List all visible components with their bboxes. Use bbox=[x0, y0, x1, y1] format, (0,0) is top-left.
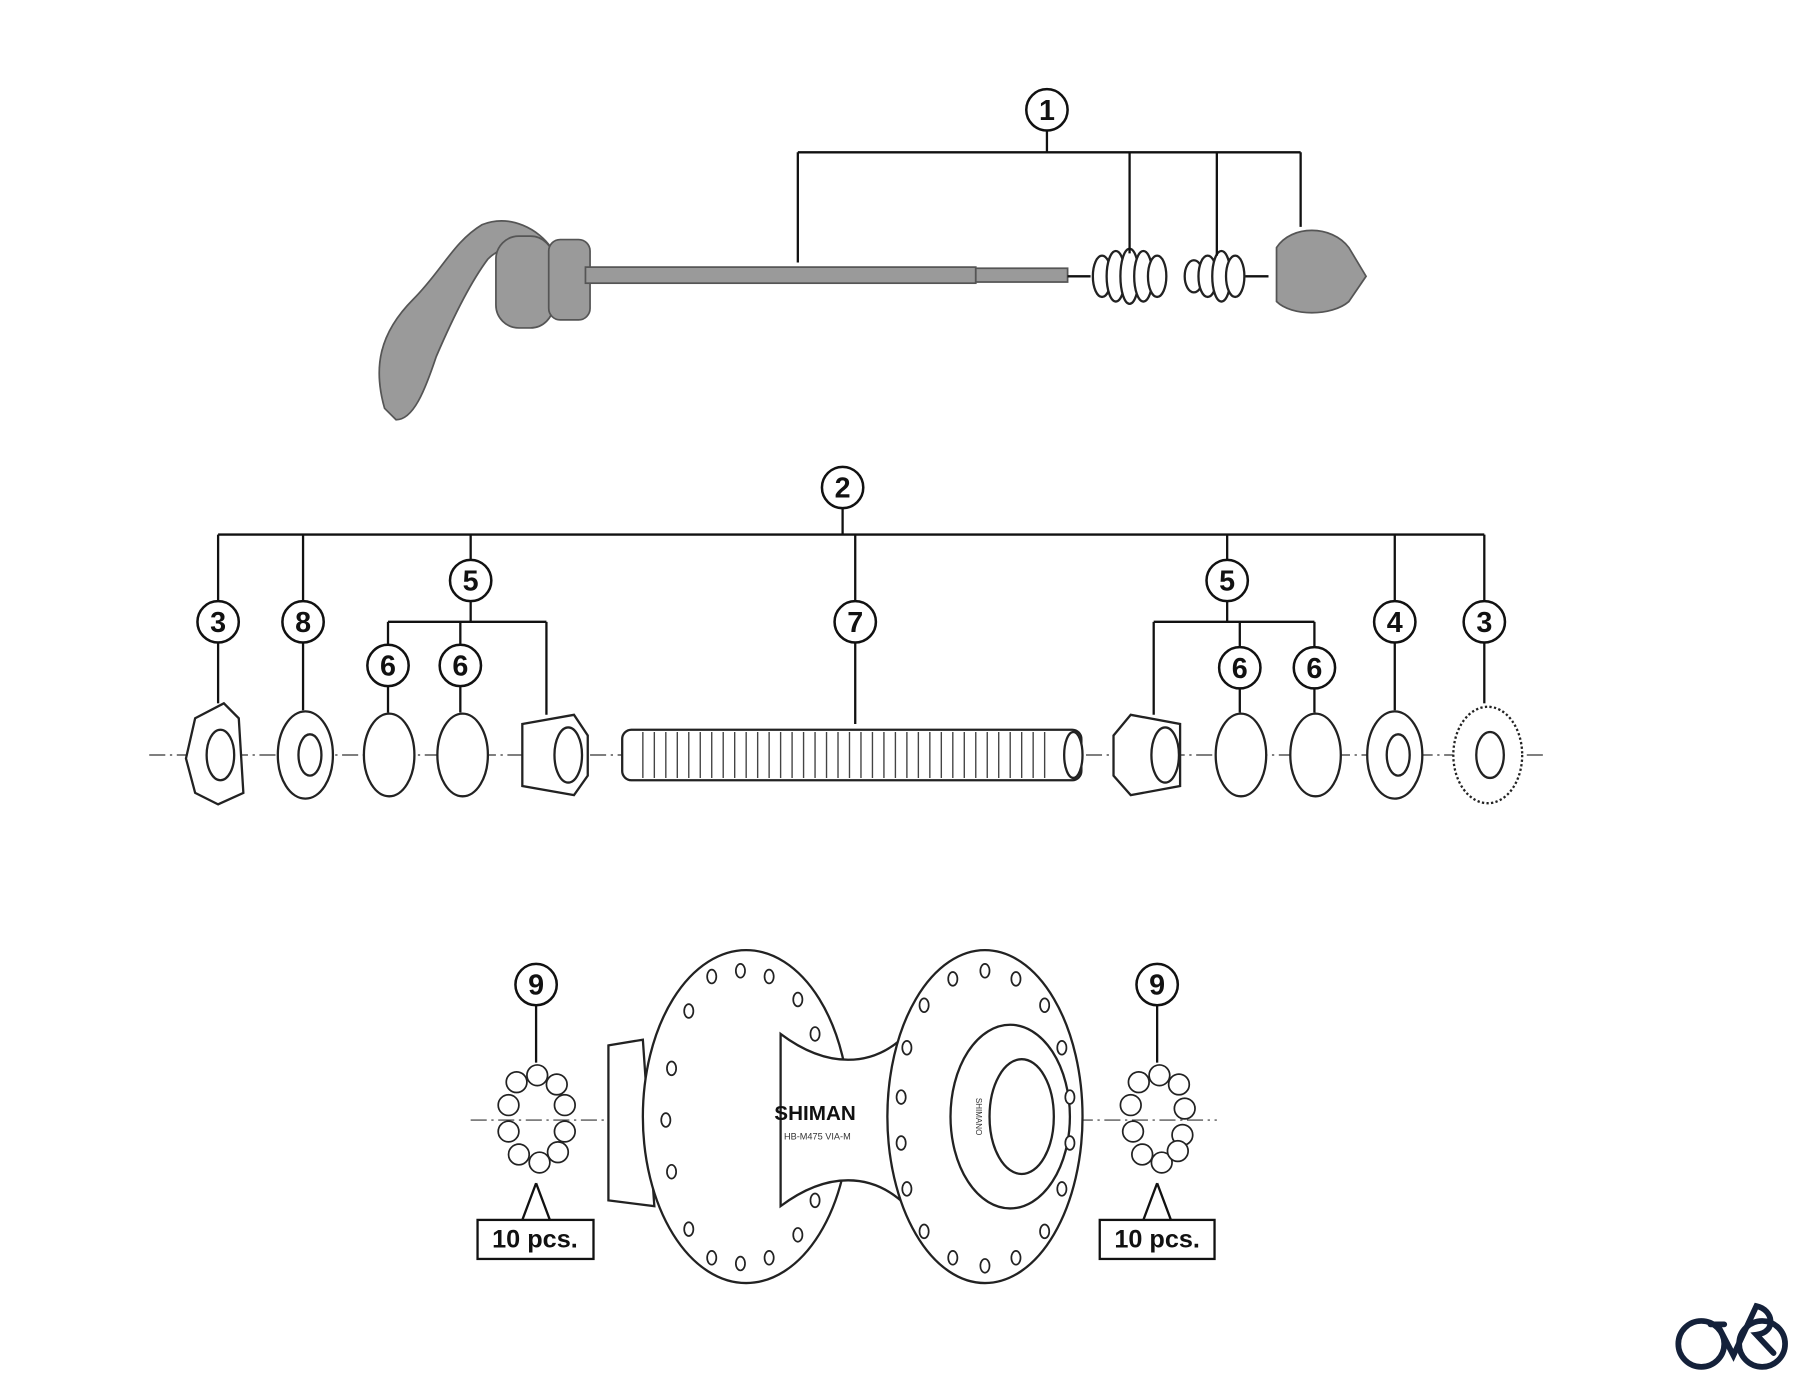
quantity-label-right: 10 pcs. bbox=[1114, 1225, 1200, 1253]
svg-text:1: 1 bbox=[1039, 95, 1055, 127]
quantity-box-right: 10 pcs. bbox=[1098, 1218, 1216, 1261]
svg-text:3: 3 bbox=[210, 607, 226, 639]
callout-3-left: 3 bbox=[196, 599, 241, 644]
svg-text:6: 6 bbox=[1306, 653, 1322, 685]
callout-bracket-1 bbox=[796, 130, 1302, 263]
callout-6: 6 bbox=[438, 643, 483, 688]
seal-ring bbox=[1214, 712, 1268, 798]
spring-icon bbox=[1183, 249, 1246, 303]
callout-5-left: 5 bbox=[448, 558, 493, 603]
svg-text:2: 2 bbox=[835, 473, 851, 505]
hub-body: SHIMAN HB-M475 VIA-M SHIMANO bbox=[607, 948, 1084, 1285]
axle-bracket bbox=[216, 508, 1486, 724]
cone-right bbox=[1112, 713, 1182, 797]
svg-text:9: 9 bbox=[528, 970, 544, 1002]
seal-ring bbox=[436, 712, 490, 798]
callout-6: 6 bbox=[1292, 645, 1337, 690]
bike-logo-icon[interactable] bbox=[1675, 1302, 1788, 1370]
svg-text:4: 4 bbox=[1387, 607, 1403, 639]
callout-1: 1 bbox=[1025, 87, 1069, 132]
svg-text:5: 5 bbox=[1219, 566, 1235, 598]
ball-bearings-left bbox=[497, 1064, 576, 1174]
svg-text:7: 7 bbox=[847, 607, 863, 639]
callout-6: 6 bbox=[366, 643, 410, 688]
washer-left bbox=[276, 710, 335, 800]
svg-text:6: 6 bbox=[380, 651, 396, 683]
svg-text:5: 5 bbox=[463, 566, 479, 598]
svg-text:8: 8 bbox=[295, 607, 311, 639]
callout-9-left: 9 bbox=[514, 962, 559, 1007]
svg-text:9: 9 bbox=[1149, 970, 1165, 1002]
seal-ring bbox=[1289, 712, 1342, 798]
callout-5-right: 5 bbox=[1205, 558, 1250, 603]
seal-ring bbox=[362, 712, 416, 798]
callout-9-right: 9 bbox=[1135, 962, 1180, 1007]
hub-brand-text: SHIMAN bbox=[774, 1102, 855, 1125]
callout-8: 8 bbox=[281, 599, 325, 644]
cone-left bbox=[521, 713, 589, 797]
lock-nut-right bbox=[1452, 705, 1524, 805]
callout-6: 6 bbox=[1217, 645, 1262, 690]
spring-icon bbox=[1091, 247, 1168, 305]
callout-7: 7 bbox=[833, 599, 878, 644]
svg-text:6: 6 bbox=[452, 651, 468, 683]
quantity-label-left: 10 pcs. bbox=[492, 1225, 578, 1253]
callout-3-right: 3 bbox=[1462, 599, 1507, 644]
quantity-box-left: 10 pcs. bbox=[476, 1218, 595, 1261]
ball-bearings-right bbox=[1119, 1064, 1196, 1174]
washer-right bbox=[1366, 710, 1424, 800]
callout-4: 4 bbox=[1372, 599, 1417, 644]
hub-model-text: HB-M475 VIA-M bbox=[784, 1132, 851, 1142]
svg-text:6: 6 bbox=[1232, 653, 1248, 685]
quick-release-skewer bbox=[378, 220, 1368, 421]
axle bbox=[621, 728, 1084, 782]
lock-nut-left bbox=[184, 701, 245, 806]
svg-text:3: 3 bbox=[1476, 607, 1492, 639]
flange-brand-text: SHIMANO bbox=[974, 1098, 983, 1135]
callout-2: 2 bbox=[820, 465, 865, 510]
